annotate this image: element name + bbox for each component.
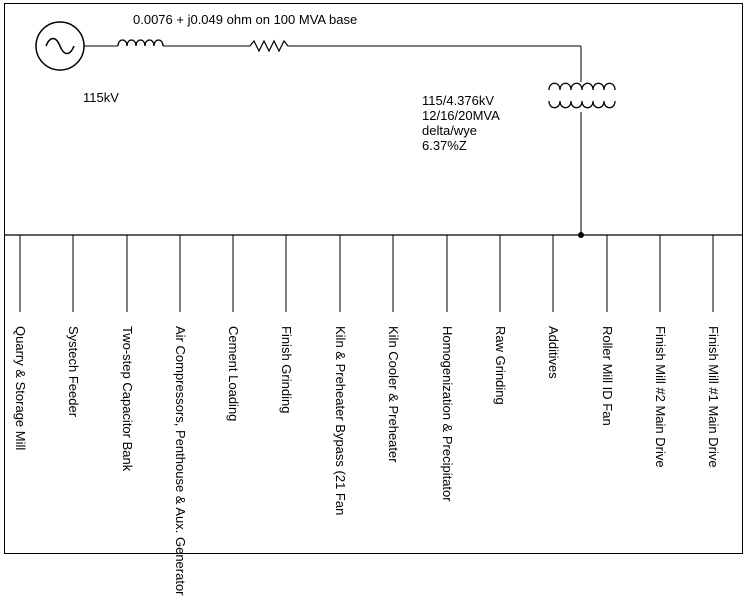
feeder-label: Finish Mill #2 Main Drive (653, 326, 668, 468)
feeder-label: Cement Loading (226, 326, 241, 422)
feeder-label: Roller Mill ID Fan (600, 326, 615, 426)
feeder-label: Homogenization & Precipitator (440, 326, 455, 502)
feeder-label: Kiln & Preheater Bypass (21 Fan (333, 326, 348, 516)
feeder-label: Finish Grinding (279, 326, 294, 414)
transformer-rating-block: 115/4.376kV 12/16/20MVA delta/wye 6.37%Z (422, 93, 500, 153)
feeder-label: Kiln Cooler & Preheater (386, 326, 401, 463)
transformer-impedance: 6.37%Z (422, 138, 467, 153)
one-line-diagram (5, 21, 742, 312)
feeder-label: Air Compressors, Penthouse & Aux. Genera… (173, 326, 188, 596)
ac-source-icon (35, 21, 85, 71)
source-voltage-label: 115kV (83, 90, 119, 105)
transformer-voltage-ratio: 115/4.376kV (422, 93, 495, 108)
resistor-icon (249, 39, 289, 53)
feeder-label: Raw Grinding (493, 326, 508, 405)
transformer-connection: delta/wye (422, 123, 477, 138)
feeder-lines (19, 235, 714, 312)
feeder-label: Finish Mill #1 Main Drive (706, 326, 721, 468)
transformer-mva-rating: 12/16/20MVA (422, 108, 500, 123)
feeder-label: Systech Feeder (66, 326, 81, 418)
transformer-icon (548, 82, 616, 109)
feeder-label: Additives (546, 326, 561, 379)
line-impedance-label: 0.0076 + j0.049 ohm on 100 MVA base (133, 12, 358, 27)
inductor-icon (117, 39, 164, 47)
feeder-label: Quarry & Storage Mill (13, 326, 28, 451)
feeder-label: Two-step Capacitor Bank (120, 326, 135, 472)
